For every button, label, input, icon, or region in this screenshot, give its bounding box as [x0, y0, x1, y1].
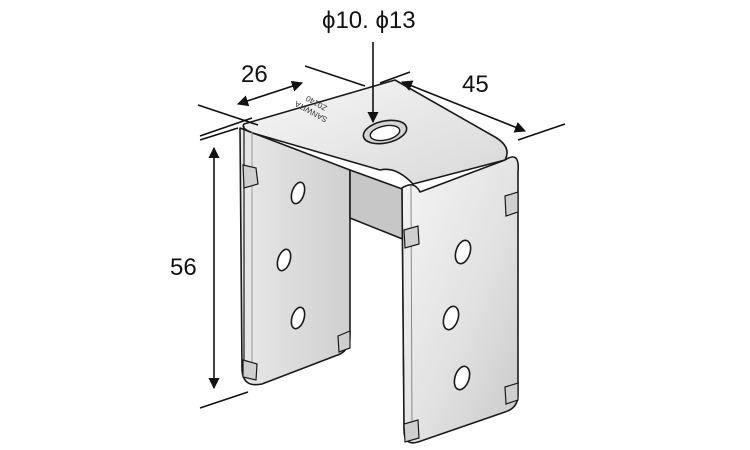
dim-26-label: 26	[241, 61, 268, 88]
top-hole	[362, 119, 408, 145]
hole	[454, 239, 472, 265]
dim-26-line	[236, 80, 304, 107]
hole	[442, 305, 460, 331]
dim-56-label: 56	[170, 254, 197, 281]
hole	[290, 306, 306, 330]
hole	[453, 365, 471, 391]
right-leg-fold-edge	[401, 187, 405, 431]
hole	[276, 248, 292, 272]
dimension-lines	[197, 42, 566, 409]
left-leg-plate	[239, 127, 351, 386]
right-leg-holes	[442, 239, 472, 391]
edge-notches	[242, 164, 519, 443]
hole	[290, 181, 306, 205]
dim-45-line	[400, 80, 527, 133]
dim-45-label: 45	[462, 71, 489, 98]
left-leg-holes	[276, 181, 306, 330]
left-leg-inner-wall	[349, 169, 406, 241]
right-leg-plate	[401, 156, 520, 444]
hole-diameter-label: ϕ10. ϕ13	[322, 7, 416, 34]
